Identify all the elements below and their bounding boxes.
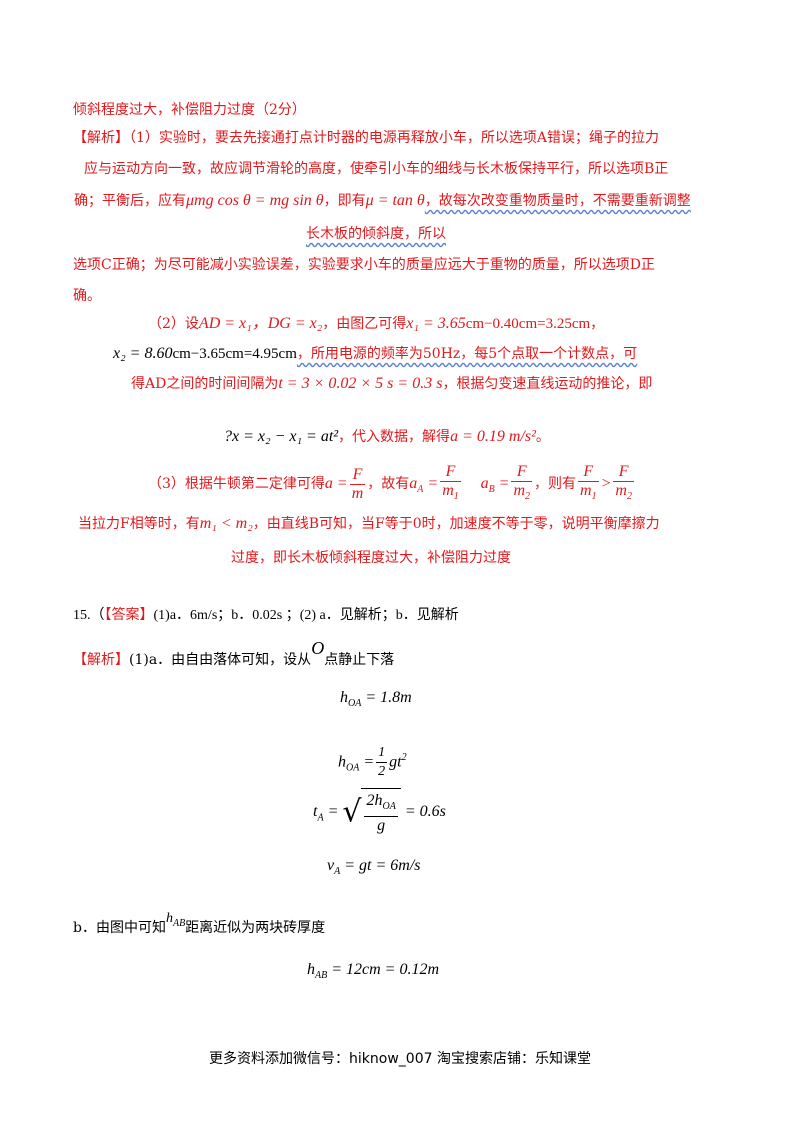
equation-m1-m2: m₁ < m₂: [199, 515, 253, 532]
symbol-h-ab: hAB: [165, 911, 186, 929]
analysis-text: ，所用电源的频率为50Hz，每5个点取一个计数点，可: [296, 346, 638, 362]
equation-delta-x: ?x = x₂ − x₁ = at²: [224, 428, 339, 445]
analysis-text: ，故每次改变重物质量时，不需要重新调整: [424, 193, 691, 209]
analysis-text: 确。: [73, 288, 101, 304]
analysis-line-4: 长木板的倾斜度，所以: [306, 224, 446, 244]
analysis-text: ，代入数据，解得: [338, 429, 451, 445]
equation-h-ab: hAB = 12cm = 0.12m: [307, 961, 440, 982]
value-x1: cm−0.40cm=3.25cm: [465, 316, 591, 332]
question-number: 15.（: [73, 608, 105, 623]
analysis-text: 应与运动方向一致，故应调节滑轮的高度，使牵引小车的细线与长木板保持平行，所以选项…: [84, 161, 669, 177]
analysis-tag: 【解析】: [73, 130, 129, 146]
solution-text: 距离近似为两块砖厚度: [185, 920, 326, 936]
punct: ，: [590, 316, 605, 332]
analysis-text: 当拉力F相等时，有: [78, 516, 200, 532]
analysis-text: ，即有: [323, 193, 366, 209]
equation-x2: x₂ = 8.60: [113, 345, 173, 362]
equation-ad-dg: AD = x₁，DG = x₂: [198, 315, 323, 332]
part2-line-4: ?x = x₂ − x₁ = at²，代入数据，解得a = 0.19 m/s²。: [224, 427, 550, 447]
point-o: O: [311, 638, 325, 658]
part2-line-3: 得AD之间的时间间隔为t = 3 × 0.02 × 5 s = 0.3 s，根据…: [131, 374, 652, 394]
analysis-text: 确；平衡后，应有: [74, 193, 186, 209]
value-x2: cm−3.65cm=4.95cm: [172, 346, 297, 362]
part2-line-1: （2）设AD = x₁，DG = x₂，由图乙可得x₁ = 3.65cm−0.4…: [148, 314, 604, 334]
footer-contact: 更多资料添加微信号：hiknow_007 淘宝搜索店铺：乐知课堂: [209, 1051, 591, 1067]
answer-line: 倾斜程度过大，补偿阻力过度（2分）: [73, 100, 306, 120]
analysis-text: （2）设: [148, 316, 199, 332]
solution-text: b．由图中可知: [73, 920, 166, 936]
solution-text: (1)a．由自由落体可知，设从: [129, 652, 312, 668]
analysis-text: ，由直线B可知，当F等于0时，加速度不等于零，说明平衡摩擦力: [252, 516, 660, 532]
analysis-line-2: 应与运动方向一致，故应调节滑轮的高度，使牵引小车的细线与长木板保持平行，所以选项…: [84, 159, 668, 179]
part2-line-2: x₂ = 8.60cm−3.65cm=4.95cm，所用电源的频率为50Hz，每…: [113, 344, 637, 364]
analysis-tag: 【解析】: [73, 652, 129, 668]
analysis-text: ，则有: [534, 476, 577, 492]
analysis-line-6: 确。: [73, 286, 101, 306]
answer-text: 倾斜程度过大，补偿阻力过度（2分）: [73, 102, 306, 118]
solution-line-b: b．由图中可知hAB距离近似为两块砖厚度: [73, 911, 326, 944]
analysis-line-1: 【解析】（1）实验时，要去先接通打点计时器的电源再释放小车，所以选项A错误；绳子…: [73, 128, 659, 148]
solution-text: 点静止下落: [324, 652, 395, 668]
equation-v-a: vA = gt = 6m/s: [327, 857, 421, 878]
analysis-text: （3）根据牛顿第二定律可得: [148, 476, 325, 492]
analysis-text: ，根据匀变速直线运动的推论，即: [442, 376, 653, 392]
analysis-text: 选项C正确；为尽可能减小实验误差，实验要求小车的质量应远大于重物的质量，所以选项…: [73, 257, 655, 273]
equation-mu: μ = tan θ: [365, 192, 425, 209]
punct: 。: [535, 429, 550, 445]
analysis-text: 得AD之间的时间间隔为: [131, 376, 279, 392]
analysis-text: 长木板的倾斜度，所以: [306, 226, 446, 242]
part3-line-3: 过度，即长木板倾斜程度过大，补偿阻力过度: [231, 548, 511, 568]
analysis-text: ，故有: [367, 476, 410, 492]
equation-x1: x₁ = 3.65: [406, 315, 466, 332]
equation-balance: μmg cos θ = mg sin θ: [186, 192, 324, 209]
equation-a: a = 0.19 m/s²: [450, 428, 536, 445]
equation-t: t = 3 × 0.02 × 5 s = 0.3 s: [278, 375, 443, 392]
analysis-text: ，由图乙可得: [322, 316, 407, 332]
equation-h-oa: hOA = 1.8m: [340, 689, 412, 710]
analysis-line-3: 确；平衡后，应有μmg cos θ = mg sin θ，即有μ = tan θ…: [74, 191, 691, 211]
part3-line-2: 当拉力F相等时，有m₁ < m₂，由直线B可知，当F等于0时，加速度不等于零，说…: [78, 514, 660, 534]
analysis-text: 过度，即长木板倾斜程度过大，补偿阻力过度: [231, 550, 511, 566]
analysis-text: （1）实验时，要去先接通打点计时器的电源再释放小车，所以选项A错误；绳子的拉力: [129, 130, 660, 146]
analysis-line-5: 选项C正确；为尽可能减小实验误差，实验要求小车的质量应远大于重物的质量，所以选项…: [73, 255, 655, 275]
question-15-answer: 15.（【答案】(1)a．6m/s；b．0.02s ；(2) a．见解析；b．见…: [73, 605, 459, 626]
solution-line-1: 【解析】(1)a．由自由落体可知，设从O点静止下落: [73, 638, 395, 670]
answer-summary: (1)a．6m/s；b．0.02s ；(2) a．见解析；b．见解析: [153, 608, 459, 623]
answer-tag: 【答案】: [104, 607, 154, 623]
